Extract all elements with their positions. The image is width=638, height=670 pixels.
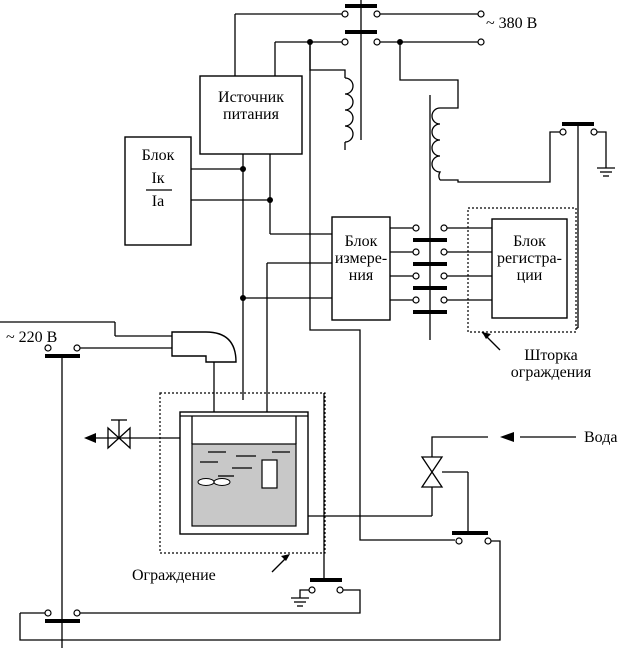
supply-220 <box>0 321 172 648</box>
ground-switch-top <box>559 122 615 328</box>
shutter-line1: Шторка <box>524 347 578 364</box>
bottom-left-switch <box>20 609 81 623</box>
power-source-box <box>199 75 303 155</box>
power-source-line2: питания <box>223 105 279 123</box>
water-surface-marks <box>200 451 290 477</box>
fence-label: Ограждение <box>132 567 216 584</box>
outlet-valve <box>84 419 180 450</box>
stirrer <box>197 478 231 486</box>
block-ik-num: Iк <box>151 169 165 187</box>
meas-line1: Блок <box>344 233 378 250</box>
ground-switch-bottom <box>77 393 361 614</box>
measurement-contacts <box>390 224 492 314</box>
reg-line2: регистра- <box>497 249 562 267</box>
shutter-label: Шторка ограждения <box>496 347 606 382</box>
power-source-label: Источник питания <box>200 89 302 124</box>
label-220v: ~ 220 В <box>6 329 58 346</box>
reg-line3: ции <box>516 266 543 284</box>
measuring-block-box <box>331 216 391 321</box>
block-ik-den: Iа <box>151 192 165 210</box>
relay-coil <box>399 42 563 340</box>
meas-line3: ния <box>348 266 374 284</box>
block-ik-label: Блок Iк Iа <box>125 147 191 210</box>
block-ik-title: Блок <box>141 147 175 164</box>
inlet-valve <box>308 432 576 535</box>
shutter-line2: ограждения <box>510 363 592 381</box>
water-label: Вода <box>584 429 618 446</box>
shutter-outline <box>467 207 577 333</box>
block-ik-ia-box <box>124 136 192 246</box>
level-switch <box>19 531 501 641</box>
meas-line2: измере- <box>334 249 388 267</box>
power-source-line1: Источник <box>218 89 284 106</box>
registration-block-label: Блок регистра- ции <box>492 233 567 284</box>
reg-line1: Блок <box>513 233 546 250</box>
sensor <box>261 459 278 489</box>
label-380v: ~ 380 В <box>486 15 538 32</box>
motor-shape <box>171 331 237 363</box>
measuring-block-label: Блок измере- ния <box>332 233 390 284</box>
registration-block-box <box>491 218 568 319</box>
fence-outline <box>159 392 326 554</box>
